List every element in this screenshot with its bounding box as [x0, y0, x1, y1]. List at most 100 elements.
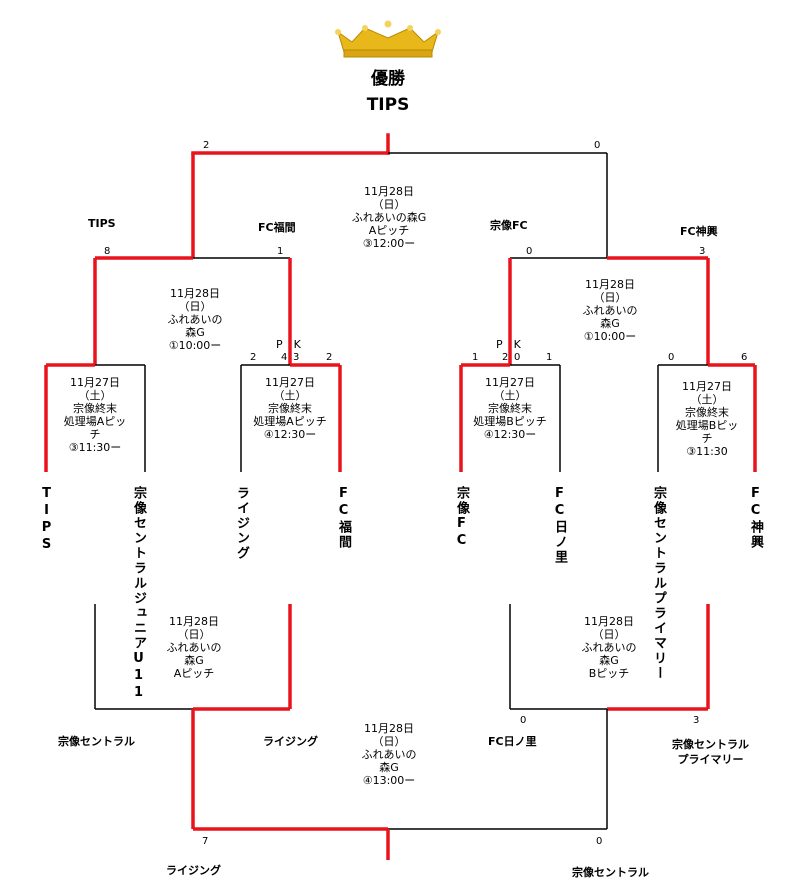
r1m4-score-right: 6 [741, 352, 748, 363]
info-line: チ [89, 428, 101, 441]
info-line: Bピッチ [588, 667, 630, 680]
info-line: 11月27日 [681, 380, 732, 393]
semi-left-team-left: TIPS [88, 217, 116, 230]
info-line: Aピッチ [173, 667, 215, 680]
r1m4-score-left: 0 [668, 352, 675, 363]
info-line: ④12:30ー [483, 428, 537, 441]
info-line: ③11:30 [686, 445, 728, 458]
semi-left-score-left: 8 [104, 246, 111, 257]
info-line: （日） [372, 735, 406, 748]
team-name: FC福間 [336, 486, 351, 550]
r1m2-match-info: 11月27日 （土） 宗像終末 処理場Aピッチ ④12:30ー [253, 376, 327, 441]
semi-left-score-right: 1 [277, 246, 284, 257]
info-line: ①10:00ー [583, 330, 637, 343]
info-line: （日） [177, 628, 211, 641]
consolation-right-info: 11月28日 （日） ふれあいの 森G Bピッチ [582, 615, 637, 680]
info-line: 11月27日 [70, 376, 120, 389]
semi-left-team-right: FC福間 [258, 221, 296, 234]
info-line: 宗像終末 [73, 402, 117, 415]
info-line: 11月28日 [585, 278, 635, 291]
third-place-team-right: 宗像セントラル [572, 866, 649, 879]
final-match-info: 11月28日 （日） ふれあいの森G Aピッチ ③12:00ー [352, 185, 427, 250]
r1m4-match-info: 11月27日 （土） 宗像終末 処理場Bピッ チ ③11:30 [676, 380, 739, 458]
info-line: 処理場Aピッチ [253, 415, 327, 428]
r1m3-pk-right: 0 [514, 352, 521, 363]
info-line: （日） [592, 628, 626, 641]
r1m2-score-right: 2 [326, 352, 333, 363]
info-line: 森G [185, 326, 205, 339]
info-line: （土） [493, 389, 527, 402]
info-line: Aピッチ [368, 224, 410, 237]
crown-icon [335, 20, 441, 58]
champion-block: 優勝 TIPS [367, 66, 410, 118]
info-line: 11月28日 [169, 615, 219, 628]
team-name: FC日ノ里 [552, 486, 567, 565]
r1m3-match-info: 11月27日 （土） 宗像終末 処理場Bピッチ ④12:30ー [473, 376, 547, 441]
r1m3-score-right: 1 [546, 352, 553, 363]
r1m2-pk-label: P K [276, 338, 301, 351]
info-line: 11月27日 [484, 376, 535, 389]
info-line: ふれあいの [581, 641, 637, 654]
r1m2-pk-right: 3 [293, 352, 300, 363]
semi-right-score-left: 0 [526, 246, 533, 257]
info-line: 処理場Bピッチ [473, 415, 547, 428]
info-line: ふれあいの [361, 748, 417, 761]
info-line: 森G [600, 317, 620, 330]
info-line: （日） [593, 291, 627, 304]
info-line: 11月28日 [170, 287, 220, 300]
team-name: 宗像FC [454, 486, 469, 550]
info-line: 森G [184, 654, 204, 667]
champion-label: 優勝 [371, 69, 405, 89]
final-score-right: 0 [594, 140, 601, 151]
info-line: 処理場Aピッ [63, 415, 127, 428]
semi-right-score-right: 3 [699, 246, 706, 257]
info-line: ③12:00ー [362, 237, 416, 250]
r1m1-match-info: 11月27日 （土） 宗像終末 処理場Aピッ チ ③11:30ー [64, 376, 127, 454]
third-place-team-left: ライジング [166, 864, 221, 877]
team-name: 宗像セントラルプライマリー [651, 486, 666, 681]
r1m3-pk-label: P K [496, 338, 521, 351]
r1m2-score-left: 2 [250, 352, 257, 363]
third-place-score-right: 0 [596, 836, 603, 847]
team-name: ライジング [234, 486, 249, 561]
third-place-score-left: 7 [202, 836, 209, 847]
semi-right-team-left: 宗像FC [490, 219, 528, 232]
info-line: （土） [273, 389, 307, 402]
info-line: 宗像終末 [268, 402, 312, 415]
final-score-left: 2 [203, 140, 210, 151]
team-name: TIPS [39, 486, 54, 554]
r1m2-pk-left: 4 [281, 352, 288, 363]
consolation-right-score-right: 3 [693, 715, 700, 726]
info-line: ふれあいの森G [351, 211, 427, 224]
info-line: 11月28日 [364, 185, 414, 198]
semi-right-match-info: 11月28日 （日） ふれあいの 森G ①10:00ー [583, 278, 638, 343]
info-line: （日） [178, 300, 212, 313]
info-line: ①10:00ー [168, 339, 222, 352]
team-name: 宗像セントラルジュニアU11 [131, 486, 146, 702]
r1m3-score-left: 1 [472, 352, 479, 363]
consolation-right-score-left: 0 [520, 715, 527, 726]
semi-right-team-right: FC神興 [680, 225, 718, 238]
semi-left-match-info: 11月28日 （日） ふれあいの 森G ①10:00ー [168, 287, 223, 352]
info-line: 処理場Bピッ [675, 419, 739, 432]
info-line: ④12:30ー [263, 428, 317, 441]
consolation-left-info: 11月28日 （日） ふれあいの 森G Aピッチ [167, 615, 222, 680]
info-line: ふれあいの [166, 641, 222, 654]
champion-team: TIPS [366, 95, 410, 115]
info-line: ③11:30ー [68, 441, 122, 454]
r1m3-pk-left: 2 [502, 352, 509, 363]
info-line: （土） [690, 393, 724, 406]
third-place-info: 11月28日 （日） ふれあいの 森G ④13:00ー [362, 722, 417, 787]
info-line: 宗像終末 [487, 402, 532, 415]
info-line: 森G [379, 761, 399, 774]
info-line: 11月28日 [364, 722, 414, 735]
consolation-right-team-left: FC日ノ里 [488, 735, 537, 748]
info-line: ふれあいの [582, 304, 638, 317]
info-line: 森G [599, 654, 619, 667]
consolation-left-team-left: 宗像セントラル [58, 735, 135, 748]
info-line: 11月27日 [265, 376, 315, 389]
team-name: FC神興 [748, 486, 763, 550]
info-line: （日） [372, 198, 406, 211]
info-line: 11月28日 [584, 615, 634, 628]
